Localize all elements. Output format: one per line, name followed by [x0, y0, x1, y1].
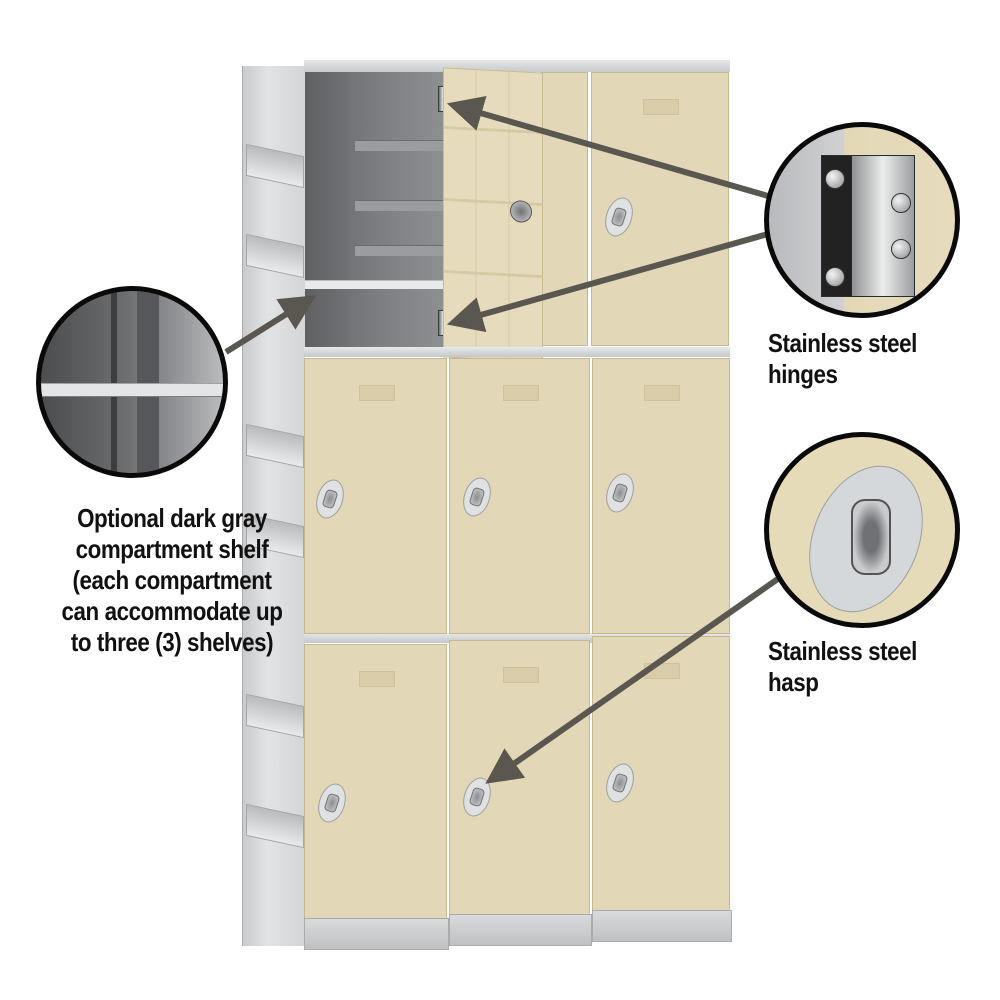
hasp-icon[interactable] [311, 475, 349, 523]
caption-line: (each compartment [72, 565, 272, 595]
locker-base [304, 918, 449, 950]
hasp-icon[interactable] [458, 473, 496, 521]
lock-icon [510, 199, 532, 224]
name-plate [358, 385, 395, 401]
hasp-icon[interactable] [313, 779, 351, 827]
shelf-caption: Optional dark gray compartment shelf (ea… [43, 503, 301, 658]
locker-door-bottom-center[interactable] [449, 640, 590, 916]
locker-door-middle-left[interactable] [304, 358, 447, 634]
caption-line: compartment shelf [75, 534, 269, 564]
screw-icon [891, 239, 911, 259]
name-plate [502, 385, 539, 401]
hasp-knob [851, 499, 891, 575]
screw-icon [825, 267, 845, 287]
caption-line: to three (3) shelves) [70, 627, 274, 657]
name-plate [643, 99, 679, 115]
name-plate [644, 663, 680, 679]
hasp-icon[interactable] [601, 469, 639, 517]
compartment-rail [355, 200, 443, 211]
hinge-detail-icon [764, 122, 960, 318]
locker-door-top-right[interactable] [591, 72, 729, 346]
hasp-detail-icon [764, 432, 960, 628]
caption-line: Stainless steel [768, 636, 917, 666]
locker-top-cap [304, 60, 730, 72]
tier-separator [304, 347, 730, 357]
shelf-detail-icon [36, 286, 228, 478]
shelf-bracket [111, 291, 117, 473]
caption-line: Stainless steel [768, 328, 917, 358]
locker-door-bottom-left[interactable] [304, 644, 447, 920]
caption-line: Optional dark gray [77, 503, 267, 533]
shelf-bar [41, 383, 223, 397]
locker-base [592, 910, 732, 942]
caption-line: hinges [768, 359, 838, 389]
caption-line: can accommodate up [61, 596, 283, 626]
locker-door-top-middle-edge[interactable] [540, 72, 588, 346]
locker-door-bottom-right[interactable] [592, 636, 730, 912]
hasp-caption: Stainless steel hasp [768, 636, 917, 698]
compartment-shelf [305, 280, 445, 289]
caption-line: hasp [768, 667, 819, 697]
name-plate [358, 671, 395, 687]
hasp-icon[interactable] [458, 773, 496, 821]
compartment-rail [355, 140, 443, 151]
open-locker-door[interactable] [443, 67, 543, 363]
locker-door-middle-right[interactable] [592, 358, 730, 634]
screw-icon [825, 169, 845, 189]
compartment-rail [355, 245, 443, 256]
locker-door-middle-center[interactable] [449, 358, 590, 634]
locker-base [449, 914, 592, 946]
screw-icon [891, 193, 911, 213]
hinges-caption: Stainless steel hinges [768, 328, 917, 390]
name-plate [502, 667, 539, 683]
hasp-icon[interactable] [601, 759, 639, 807]
hasp-icon[interactable] [600, 193, 638, 241]
name-plate [644, 385, 680, 401]
shelf-upright [137, 291, 159, 473]
locker-side-panel [242, 66, 305, 946]
hinge-leaf [851, 155, 915, 297]
